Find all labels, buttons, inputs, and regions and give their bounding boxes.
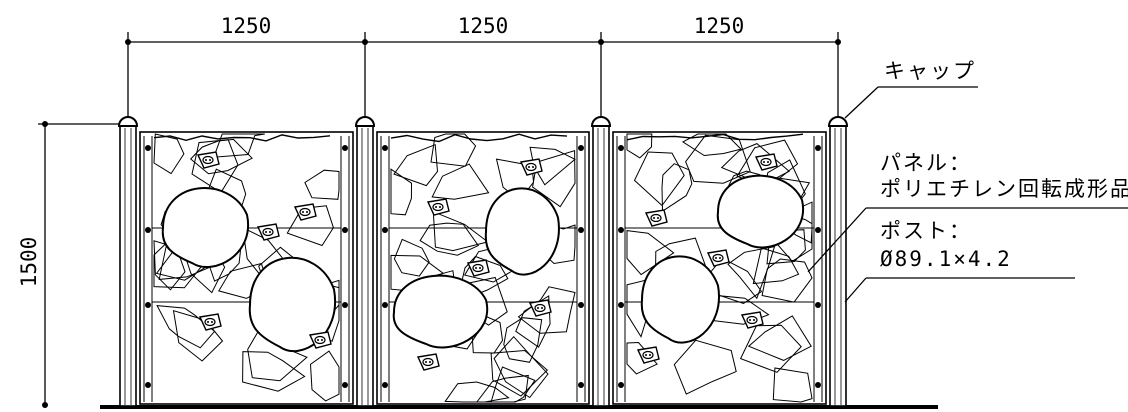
post-2 bbox=[354, 116, 376, 407]
cap-2 bbox=[354, 116, 376, 127]
climbing-hold-3-2 bbox=[644, 209, 668, 227]
boulder-3-2 bbox=[640, 255, 720, 344]
post-4 bbox=[827, 116, 849, 407]
boulder-3-1 bbox=[716, 174, 805, 249]
top-dimension: 1250 1250 1250 bbox=[125, 14, 841, 118]
climbing-hold-2-4 bbox=[528, 299, 552, 317]
climbing-hold-1-4 bbox=[198, 313, 222, 331]
panel-2 bbox=[376, 131, 590, 405]
climbing-hold-1-1 bbox=[196, 151, 220, 169]
cap-1 bbox=[117, 116, 139, 127]
callout-cap: キャップ bbox=[844, 59, 978, 119]
boulder-2-1 bbox=[484, 187, 560, 276]
climbing-hold-2-1 bbox=[519, 158, 543, 176]
label-post-spec: Ø89.1×4.2 bbox=[880, 247, 1012, 271]
cap-3 bbox=[590, 116, 612, 127]
climbing-hold-1-5 bbox=[308, 331, 332, 349]
post-1 bbox=[117, 116, 139, 407]
climbing-hold-3-5 bbox=[636, 346, 660, 364]
panel-3 bbox=[612, 131, 827, 405]
cap-4 bbox=[827, 116, 849, 127]
label-cap: キャップ bbox=[884, 59, 976, 83]
climbing-hold-1-2 bbox=[293, 203, 317, 221]
climbing-hold-2-2 bbox=[426, 198, 450, 216]
panels bbox=[139, 131, 827, 405]
boulder-1-2 bbox=[248, 256, 337, 353]
climbing-hold-2-5 bbox=[416, 353, 440, 371]
climbing-hold-2-3 bbox=[466, 259, 490, 277]
climbing-hold-3-3 bbox=[706, 249, 730, 267]
label-post-title: ポスト： bbox=[880, 219, 972, 243]
climbing-hold-1-3 bbox=[256, 223, 280, 241]
label-panel-title: パネル： bbox=[880, 151, 972, 175]
height-dimension: 1500 bbox=[17, 121, 120, 408]
climbing-hold-3-4 bbox=[740, 311, 764, 329]
label-panel-material: ポリエチレン回転成形品 bbox=[880, 177, 1128, 201]
dimension-width-1: 1250 bbox=[221, 14, 272, 38]
boulder-1-1 bbox=[161, 187, 250, 269]
boulder-2-2 bbox=[392, 274, 489, 349]
callout-post: ポスト： Ø89.1×4.2 bbox=[844, 219, 1075, 303]
posts bbox=[117, 116, 849, 407]
panel-1 bbox=[139, 131, 354, 405]
dimension-width-2: 1250 bbox=[458, 14, 509, 38]
climbing-hold-3-1 bbox=[754, 153, 778, 171]
dimension-height: 1500 bbox=[17, 237, 41, 288]
dimension-width-3: 1250 bbox=[694, 14, 745, 38]
callout-panel: パネル： ポリエチレン回転成形品 bbox=[807, 151, 1128, 273]
post-3 bbox=[590, 116, 612, 407]
